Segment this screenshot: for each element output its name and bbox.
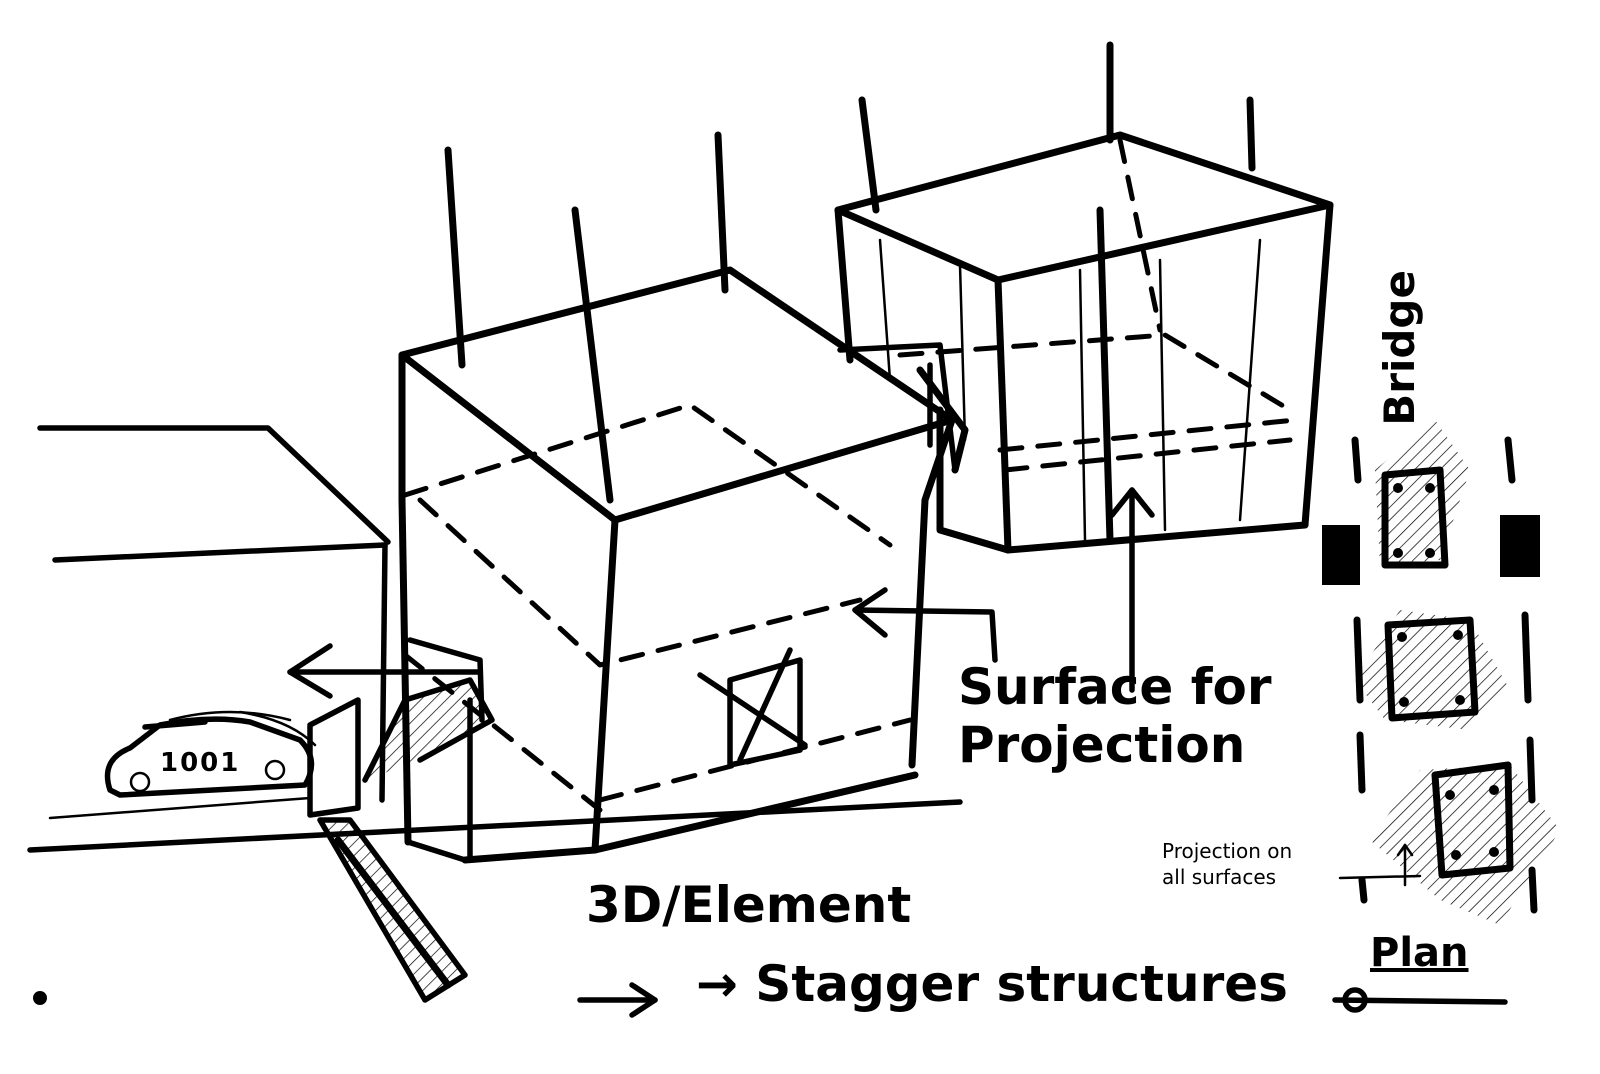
element-3d-label: 3D/Element (586, 876, 912, 934)
left-building (37, 425, 391, 803)
stagger-structures-label: → Stagger structures (696, 955, 1288, 1013)
entry-stairs (307, 637, 495, 1003)
projection-label-line2: all surfaces (1162, 865, 1277, 889)
main-box (398, 266, 956, 864)
plan-column-right (1500, 515, 1540, 577)
plan-label: Plan (1370, 930, 1469, 976)
surface-label-line2: Projection (958, 716, 1246, 774)
plan-diagram (1322, 420, 1560, 1013)
raised-box-poles (858, 41, 1256, 214)
main-box-poles (444, 131, 729, 504)
left-arrow (287, 643, 483, 699)
surface-for-projection-label: Surface for Projection (958, 658, 1271, 774)
car-plate-label: 1001 (160, 748, 241, 778)
projection-all-surfaces-label: Projection on all surfaces (1162, 838, 1292, 890)
ink-dot (33, 991, 47, 1005)
raised-box (834, 131, 1334, 554)
bridge-label: Bridge (1375, 270, 1424, 426)
ground-lines (27, 796, 963, 853)
surface-label-line1: Surface for (958, 658, 1272, 716)
projection-label-line1: Projection on (1162, 839, 1293, 863)
annotation-arrows (577, 487, 1155, 1018)
plan-column-left (1322, 525, 1360, 585)
